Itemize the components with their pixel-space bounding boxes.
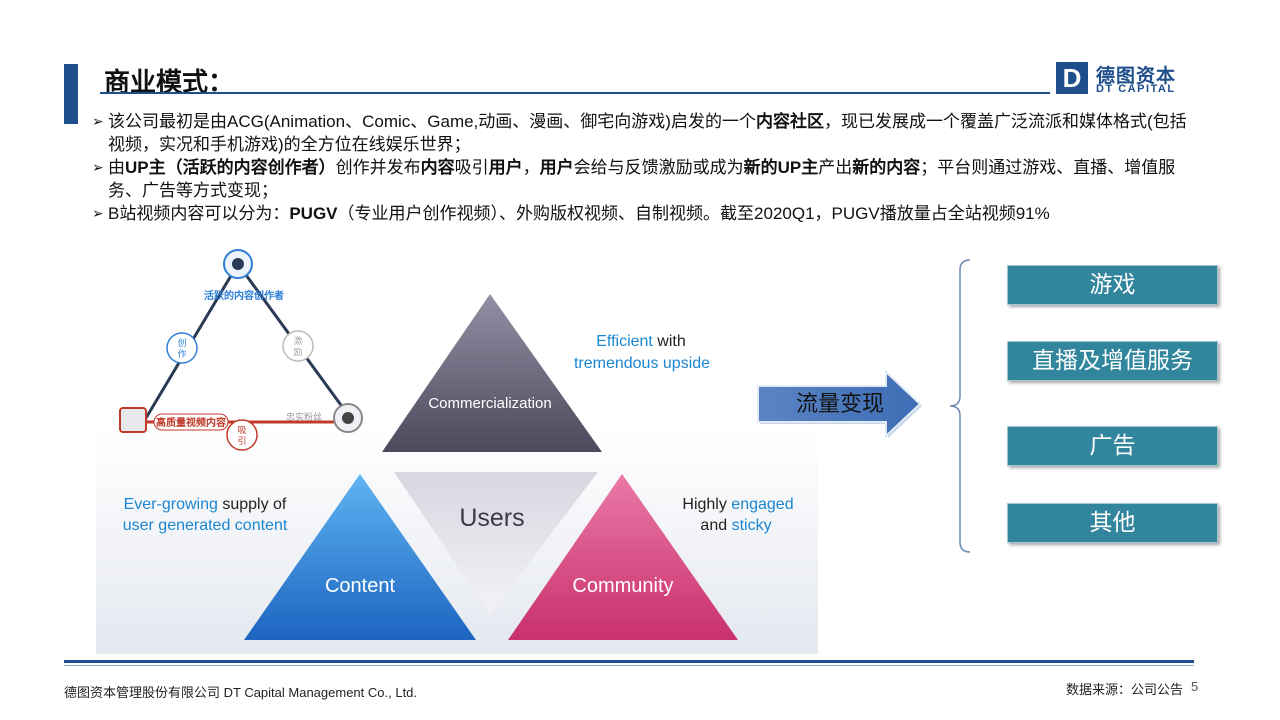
footer-rule-thin bbox=[64, 665, 1194, 666]
fan-face-icon bbox=[342, 412, 354, 424]
title-underline bbox=[100, 92, 1050, 94]
bullet-1-text: 该公司最初是由ACG(Animation、Comic、Game,动画、漫画、御宅… bbox=[108, 112, 1187, 154]
video-content-icon bbox=[119, 407, 147, 433]
arrow-bullet-icon: ➢ bbox=[92, 113, 104, 129]
edge-incentive-label-1: 激 bbox=[293, 335, 302, 346]
edge-attract-label-1: 吸 bbox=[237, 425, 246, 435]
bullet-2-segment: UP主（活跃的内容创作者） bbox=[125, 158, 336, 177]
bullet-1: ➢该公司最初是由ACG(Animation、Comic、Game,动画、漫画、御… bbox=[92, 110, 1202, 156]
bullet-2-segment: 创作并发布 bbox=[335, 158, 421, 177]
caption-right-1: Highly engaged bbox=[682, 496, 793, 513]
business-model-diagram: 活跃的内容创作者 高质量视频内容 忠实粉丝 创 作 激 励 吸 引 Commer… bbox=[96, 242, 818, 654]
bullet-2-segment: 会给与反馈激励或成为 bbox=[573, 158, 744, 177]
category-live-vas: 直播及增值服务 bbox=[1007, 341, 1218, 381]
bullet-2-segment: 吸引 bbox=[454, 158, 489, 177]
page-number: 5 bbox=[1191, 679, 1199, 694]
bullet-3-text: B站视频内容可以分为：PUGV（专业用户创作视频）、外购版权视频、自制视频。截至… bbox=[108, 204, 1050, 223]
bullet-2-segment: 内容 bbox=[420, 158, 455, 177]
creator-face-icon bbox=[232, 258, 244, 270]
cycle-bottom-left-label: 高质量视频内容 bbox=[156, 416, 226, 429]
caption-top-right-1: Efficient with bbox=[596, 333, 686, 350]
commercialization-label: Commercialization bbox=[428, 395, 551, 412]
logo-english-name: DT CAPITAL bbox=[1096, 83, 1176, 95]
edge-incentive-badge bbox=[282, 330, 314, 362]
caption-top-right-2: tremendous upside bbox=[574, 355, 710, 372]
bullet-3-segment: PUGV bbox=[289, 204, 338, 223]
content-triangle bbox=[244, 474, 476, 640]
footer-company: 德图资本管理股份有限公司 DT Capital Management Co., … bbox=[64, 685, 418, 700]
caption-left-1: Ever-growing supply of bbox=[124, 496, 287, 513]
monetization-arrow bbox=[752, 368, 922, 440]
logo-mark: D bbox=[1056, 62, 1088, 94]
bullet-3: ➢B站视频内容可以分为：PUGV（专业用户创作视频）、外购版权视频、自制视频。截… bbox=[92, 202, 1202, 225]
bullet-2-segment: 新的UP主 bbox=[743, 158, 819, 177]
cycle-bottom-right-label: 忠实粉丝 bbox=[286, 411, 322, 422]
community-label: Community bbox=[572, 575, 673, 597]
community-triangle bbox=[508, 474, 738, 640]
bullet-1-segment: ，现已发展成一个覆盖广泛流派和媒体格式(包括视频，实况和手机游戏)的全方位在线娱… bbox=[108, 112, 1187, 154]
monetization-label: 流量变现 bbox=[796, 392, 885, 417]
caption-left-2: user generated content bbox=[123, 517, 288, 534]
category-ads: 广告 bbox=[1007, 426, 1218, 466]
bullet-2-segment: 新的内容 bbox=[852, 158, 921, 177]
edge-attract-label-2: 引 bbox=[237, 436, 246, 446]
category-brace bbox=[948, 258, 972, 554]
footer-rule bbox=[64, 660, 1194, 663]
bullet-2: ➢由UP主（活跃的内容创作者）创作并发布内容吸引用户，用户会给与反馈激励或成为新… bbox=[92, 156, 1202, 202]
edge-create-label-2: 作 bbox=[177, 348, 186, 359]
category-other: 其他 bbox=[1007, 503, 1218, 543]
bullet-2-segment: 由 bbox=[108, 158, 125, 177]
cycle-diagram: 活跃的内容创作者 高质量视频内容 忠实粉丝 创 作 激 励 吸 引 bbox=[119, 249, 363, 451]
edge-attract-badge bbox=[226, 419, 258, 451]
arrow-bullet-icon: ➢ bbox=[92, 205, 104, 221]
edge-create-badge bbox=[166, 332, 198, 364]
users-label: Users bbox=[459, 504, 524, 532]
company-logo: D 德图资本 DT CAPITAL bbox=[1056, 62, 1206, 98]
footer-source: 数据来源：公司公告 bbox=[1066, 682, 1184, 697]
arrow-icon bbox=[757, 369, 922, 439]
edge-incentive-label-2: 励 bbox=[293, 347, 302, 357]
bullet-2-segment: 用户 bbox=[539, 158, 574, 177]
commercialization-triangle bbox=[382, 294, 602, 452]
caption-right-2: and sticky bbox=[700, 517, 771, 534]
category-games: 游戏 bbox=[1007, 265, 1218, 305]
bullet-1-segment: 内容社区 bbox=[755, 112, 824, 131]
arrow-bullet-icon: ➢ bbox=[92, 159, 104, 175]
brace-path bbox=[949, 259, 971, 553]
bullet-2-segment: 产出 bbox=[818, 158, 853, 177]
title-accent-bar bbox=[64, 64, 78, 124]
bullet-2-text: 由UP主（活跃的内容创作者）创作并发布内容吸引用户，用户会给与反馈激励或成为新的… bbox=[108, 158, 1175, 200]
bullet-2-segment: ；平台则通过游戏、直播、增值服务、广告等方式变现； bbox=[108, 158, 1176, 200]
edge-create-label-1: 创 bbox=[177, 337, 186, 348]
bullet-1-segment: 该公司最初是由ACG(Animation、Comic、Game,动画、漫画、御宅… bbox=[108, 112, 756, 131]
cycle-top-label: 活跃的内容创作者 bbox=[204, 289, 284, 302]
bullet-2-segment: ， bbox=[522, 158, 540, 177]
content-label: Content bbox=[325, 575, 395, 597]
bullet-list: ➢该公司最初是由ACG(Animation、Comic、Game,动画、漫画、御… bbox=[92, 110, 1202, 225]
bullet-3-segment: （专业用户创作视频）、外购版权视频、自制视频。截至2020Q1，PUGV播放量占… bbox=[337, 204, 1050, 223]
cycle-bottom-left-pill bbox=[153, 413, 229, 431]
bullet-2-segment: 用户 bbox=[488, 158, 523, 177]
logo-chinese-name: 德图资本 bbox=[1096, 66, 1177, 87]
users-triangle bbox=[394, 472, 598, 614]
bullet-3-segment: B站视频内容可以分为： bbox=[108, 204, 290, 223]
